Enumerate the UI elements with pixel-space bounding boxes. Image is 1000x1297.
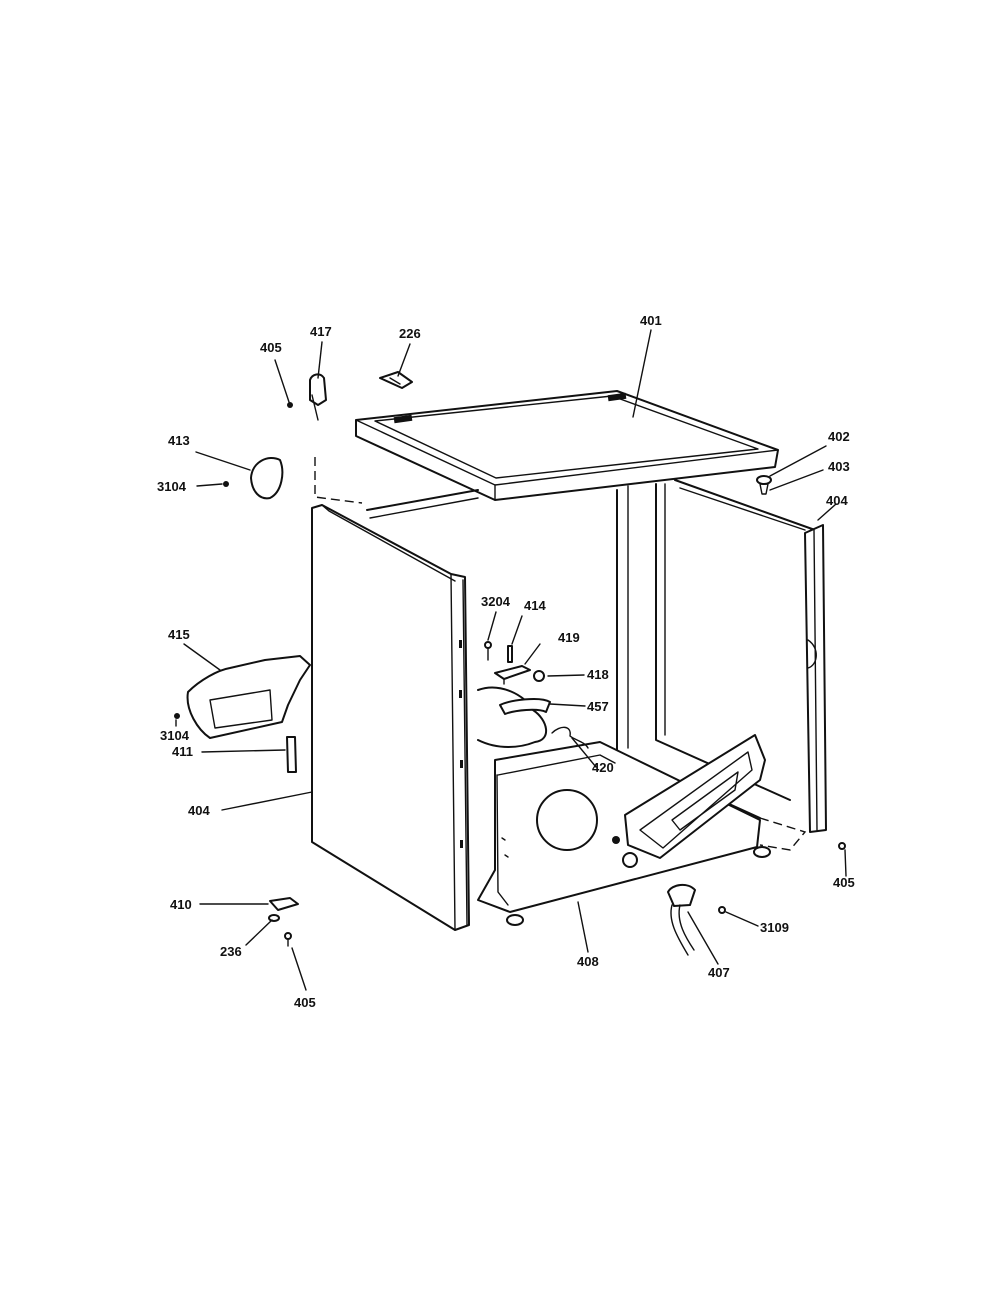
right-side-panel bbox=[804, 524, 827, 833]
part-236-washer bbox=[268, 914, 280, 922]
duct-bracket bbox=[624, 734, 766, 859]
label-3104-top: 3104 bbox=[157, 479, 187, 494]
label-415: 415 bbox=[168, 627, 190, 642]
part-labels: 401 226 417 405 413 3104 402 403 404 320… bbox=[157, 313, 855, 1010]
label-410: 410 bbox=[170, 897, 192, 912]
part-3104-screw-top bbox=[223, 481, 229, 487]
part-226-clip bbox=[379, 371, 413, 389]
part-411-latch bbox=[286, 736, 297, 773]
inner-opening bbox=[477, 686, 547, 748]
part-405-screw-top bbox=[287, 402, 293, 408]
label-457: 457 bbox=[587, 699, 609, 714]
label-411: 411 bbox=[172, 744, 193, 759]
part-419-block bbox=[494, 665, 531, 685]
label-407: 407 bbox=[708, 965, 730, 980]
label-420: 420 bbox=[592, 760, 614, 775]
label-419: 419 bbox=[558, 630, 580, 645]
label-413: 413 bbox=[168, 433, 190, 448]
left-side-panel bbox=[311, 504, 470, 931]
part-3109-screw bbox=[718, 906, 726, 914]
label-418: 418 bbox=[587, 667, 609, 682]
part-415-bracket bbox=[186, 655, 311, 739]
label-405-top: 405 bbox=[260, 340, 282, 355]
label-414: 414 bbox=[524, 598, 546, 613]
part-3204-screw bbox=[484, 641, 492, 661]
part-418-nut bbox=[533, 670, 545, 682]
part-410-bracket bbox=[269, 897, 299, 911]
part-402-clip bbox=[756, 475, 772, 495]
label-405-right: 405 bbox=[833, 875, 855, 890]
label-404-right: 404 bbox=[826, 493, 848, 508]
part-405-screw-bottom bbox=[284, 932, 292, 947]
label-3204: 3204 bbox=[481, 594, 511, 609]
part-407-thermostat bbox=[667, 884, 696, 956]
base-panel bbox=[477, 741, 771, 926]
part-420-spring bbox=[551, 726, 589, 749]
label-417: 417 bbox=[310, 324, 332, 339]
part-413-cover bbox=[250, 457, 284, 500]
label-3104-left: 3104 bbox=[160, 728, 190, 743]
part-405-screw-right bbox=[838, 842, 846, 850]
label-402: 402 bbox=[828, 429, 850, 444]
part-457-handle bbox=[499, 697, 551, 715]
part-414-pin bbox=[507, 645, 513, 663]
label-405-bottom: 405 bbox=[294, 995, 316, 1010]
leader-lines bbox=[175, 329, 847, 991]
label-236: 236 bbox=[220, 944, 242, 959]
part-3104-screw-left bbox=[174, 713, 180, 719]
label-408: 408 bbox=[577, 954, 599, 969]
top-panel bbox=[355, 390, 779, 501]
label-226: 226 bbox=[399, 326, 421, 341]
label-401: 401 bbox=[640, 313, 662, 328]
label-403: 403 bbox=[828, 459, 850, 474]
part-417-hinge bbox=[309, 373, 327, 421]
label-404-left: 404 bbox=[188, 803, 210, 818]
label-3109: 3109 bbox=[760, 920, 789, 935]
